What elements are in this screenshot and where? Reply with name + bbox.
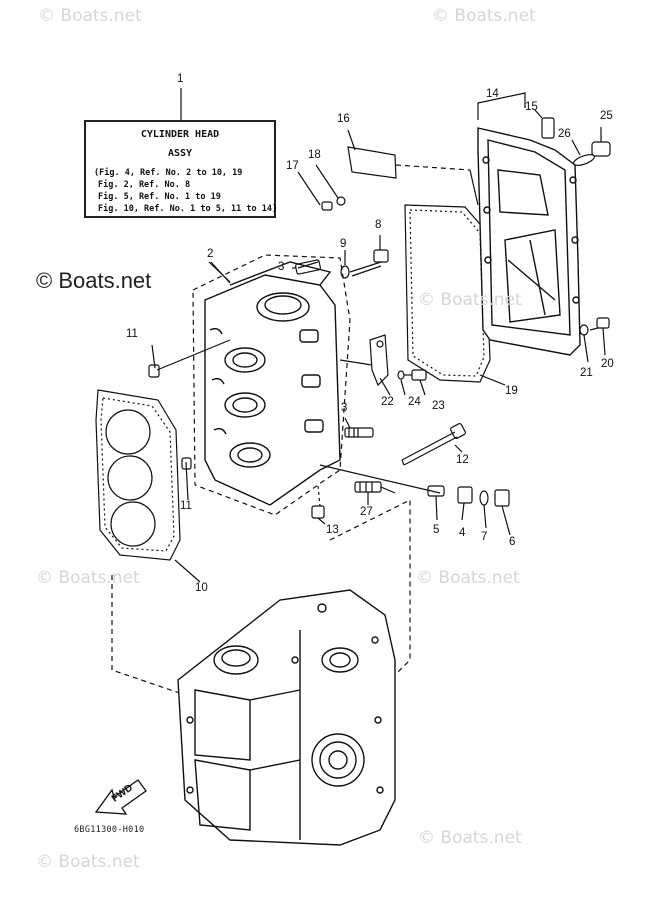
callout-14: 14 [486, 88, 499, 100]
watermark-main: © Boats.net [36, 268, 152, 293]
callout-13: 13 [326, 524, 339, 536]
legend-title: CYLINDER HEAD [140, 129, 220, 140]
callout-18: 18 [308, 149, 321, 161]
legend-line: (Fig. 4, Ref. No. 2 to 10, 19 [94, 168, 243, 178]
watermark-top-left: © Boats.net [38, 6, 142, 26]
watermark-top-right: © Boats.net [432, 6, 536, 26]
legend-subtitle: ASSY [167, 148, 193, 159]
watermark-bottom-right: © Boats.net [418, 828, 522, 848]
callout-21: 21 [580, 367, 593, 379]
callout-8: 8 [375, 219, 382, 231]
callout-6: 6 [509, 536, 516, 548]
callout-11: 11 [126, 328, 138, 340]
head-gasket [95, 389, 181, 561]
callout-27: 27 [360, 506, 373, 518]
callout-1: 1 [177, 73, 184, 85]
callout-24: 24 [408, 396, 421, 408]
assembly-legend: CYLINDER HEAD ASSY (Fig. 4, Ref. No. 2 t… [84, 120, 278, 218]
callout-20: 20 [601, 358, 614, 370]
stud-bolt-middle [344, 417, 374, 438]
watermark-bottom-left: © Boats.net [36, 852, 140, 872]
callout-2: 2 [207, 248, 214, 260]
legend-line: Fig. 10, Ref. No. 1 to 5, 11 to 14) [98, 204, 278, 214]
watermark-lower-left: © Boats.net [36, 568, 140, 588]
callout-17: 17 [286, 160, 299, 172]
callout-22: 22 [381, 396, 394, 408]
callout-19: 19 [505, 385, 518, 397]
callout-26: 26 [558, 128, 571, 140]
legend-line: Fig. 5, Ref. No. 1 to 19 [98, 192, 221, 202]
cover-gasket [404, 204, 491, 383]
callout-12: 12 [456, 454, 469, 466]
watermark-mid-right: © Boats.net [418, 290, 522, 310]
callout-10: 10 [195, 582, 208, 594]
callout-4: 4 [459, 527, 466, 539]
diagram-code: 6BG11300-H010 [74, 825, 145, 835]
cylinder-head-cover [477, 127, 581, 356]
sensor-27 [354, 481, 396, 505]
callout-16: 16 [337, 113, 350, 125]
callout-9: 9 [340, 238, 347, 250]
callout-15: 15 [525, 101, 538, 113]
callout-7: 7 [481, 531, 488, 543]
callout-23: 23 [432, 400, 445, 412]
cylinder-head [204, 261, 341, 506]
callout-3: 3 [341, 402, 348, 414]
long-bolt [401, 422, 467, 466]
callout-3: 3 [278, 261, 285, 273]
callout-25: 25 [600, 110, 613, 122]
watermark-lower-right: © Boats.net [416, 568, 520, 588]
legend-line: Fig. 2, Ref. No. 8 [98, 180, 191, 190]
cylinder-block [177, 589, 396, 846]
stud-bolt-top [292, 259, 322, 275]
fwd-arrow-icon [94, 779, 147, 815]
callout-5: 5 [433, 524, 440, 536]
callout-11: 11 [180, 500, 192, 512]
bolt-8 [349, 235, 389, 277]
